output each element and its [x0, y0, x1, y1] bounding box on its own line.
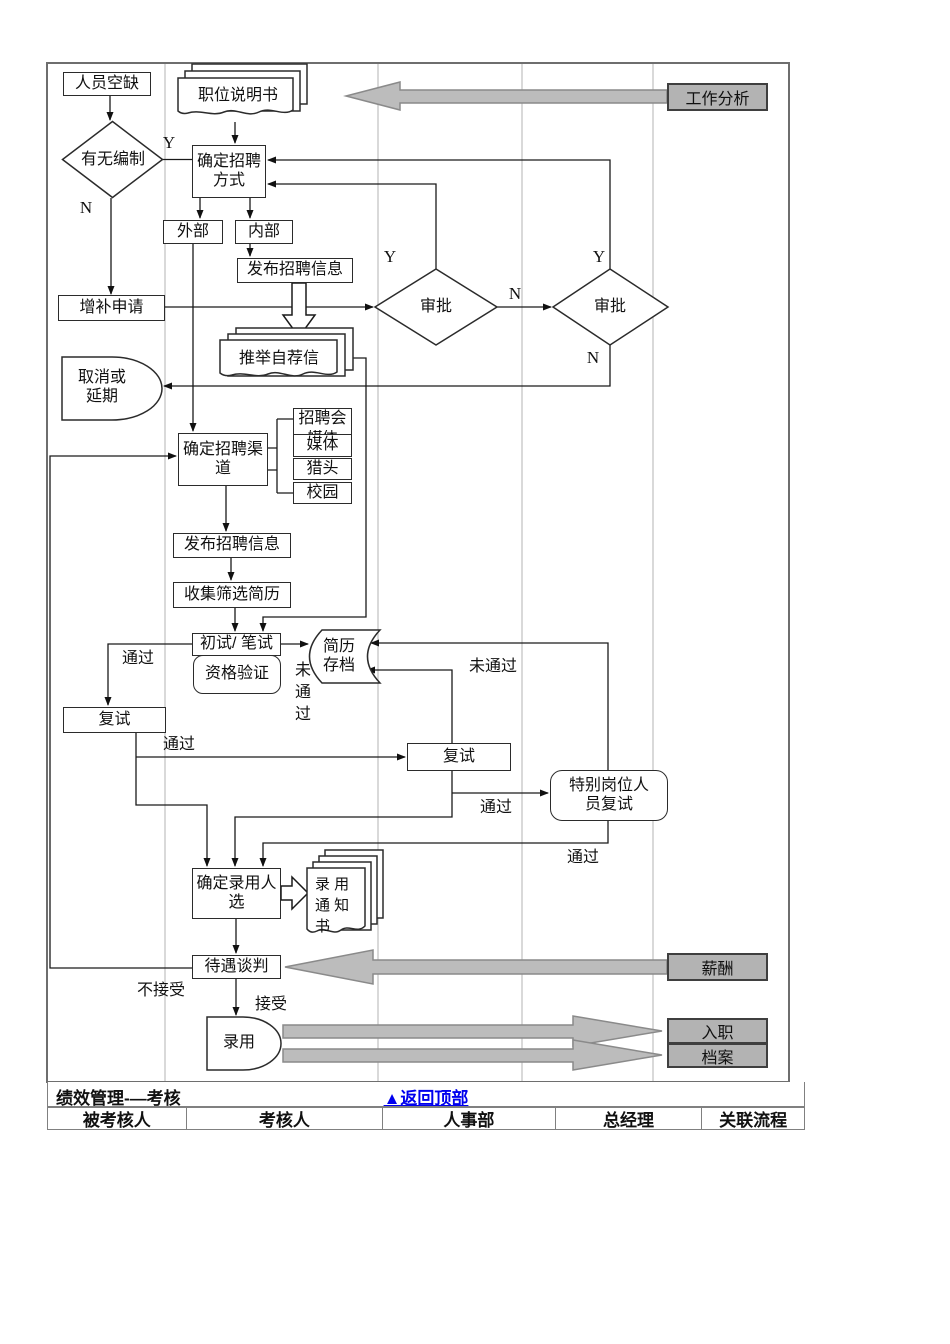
job-description-label: 职位说明书 — [197, 87, 278, 105]
approval2-no-label: N — [586, 347, 600, 367]
first-test-fail-label: 未 通 过 — [294, 662, 311, 723]
node-channel-headhunter: 猎头 — [293, 458, 352, 480]
special-retest-pass-label: 通过 — [566, 849, 599, 867]
decision-approval2-shape — [551, 268, 670, 346]
related-archives: 档案 — [667, 1043, 768, 1068]
lane-header-assessee: 被考核人 — [48, 1108, 187, 1130]
node-channel-clipped: 媒体 — [293, 430, 352, 434]
related-salary: 薪酬 — [667, 953, 768, 981]
connectors — [49, 96, 611, 1016]
decision-approval2-label: 审批 — [593, 298, 626, 316]
job-analysis-arrow — [343, 81, 668, 111]
back-to-top: ▲返回顶部 — [48, 1084, 804, 1109]
publish-to-letters-arrow — [281, 282, 317, 339]
back-to-top-link[interactable]: ▲返回顶部 — [383, 1089, 469, 1108]
lane-header-hr-dept: 人事部 — [383, 1108, 556, 1130]
lane-header-general-manager: 总经理 — [556, 1108, 703, 1130]
node-supplement-request: 增补申请 — [58, 295, 165, 321]
cancel-delay-label: 取消或 延期 — [77, 368, 126, 405]
decision-approval1-shape — [373, 268, 499, 346]
approval1-no-label: N — [508, 283, 522, 303]
approval1-yes-label: Y — [383, 246, 397, 266]
resume-archive-shape — [308, 629, 382, 684]
first-test-pass-label: 通过 — [121, 650, 154, 668]
retest-hr-pass-label: 通过 — [479, 799, 512, 817]
onboarding-arrow — [282, 1015, 663, 1047]
node-publish-info-external: 发布招聘信息 — [173, 533, 291, 558]
retest-left-pass-label: 通过 — [162, 736, 195, 754]
retest-fail-label: 未通过 — [468, 658, 517, 676]
footer-section-title: 绩效管理-—考核 — [56, 1089, 181, 1108]
swimlane-grid — [46, 62, 790, 1083]
node-salary-negotiation: 待遇谈判 — [192, 955, 281, 979]
hire-to-offer-arrow — [280, 875, 310, 911]
node-collect-resumes: 收集筛选简历 — [173, 582, 291, 608]
footer-section-bar: 绩效管理-—考核 ▲返回顶部 — [47, 1082, 805, 1109]
lane-header-related-process: 关联流程 — [719, 1111, 788, 1130]
hire-terminator-shape — [206, 1016, 282, 1071]
negotiation-reject-label: 不接受 — [136, 982, 185, 1000]
archives-arrow — [282, 1039, 663, 1071]
recommendation-letters-doc — [219, 327, 354, 377]
node-publish-info-internal: 发布招聘信息 — [237, 258, 353, 283]
lane-header-assessor: 考核人 — [187, 1108, 384, 1130]
recommendation-letters-label: 推举自荐信 — [238, 350, 319, 368]
decision-headcount-label: 有无编制 — [80, 151, 145, 169]
node-vacancy: 人员空缺 — [63, 72, 151, 96]
node-retest-left: 复试 — [63, 707, 166, 733]
related-onboarding: 入职 — [667, 1018, 768, 1044]
node-channel-campus: 校园 — [293, 482, 352, 504]
approval2-yes-label: Y — [592, 246, 606, 266]
node-confirm-hire: 确定录用人 选 — [192, 868, 281, 919]
job-description-doc — [177, 63, 308, 115]
node-first-test: 初试/ 笔试 — [192, 633, 281, 656]
offer-letter-doc — [306, 849, 384, 933]
node-external: 外部 — [163, 220, 223, 244]
resume-archive-label: 简历 存档 — [322, 637, 355, 674]
node-channel-media: 媒体 — [293, 434, 352, 457]
node-retest-hr: 复试 — [407, 743, 511, 771]
headcount-yes-label: Y — [162, 132, 176, 152]
node-confirm-method: 确定招聘 方式 — [192, 145, 266, 198]
decision-approval1-label: 审批 — [419, 298, 452, 316]
node-qualification-check: 资格验证 — [193, 655, 281, 694]
salary-arrow — [284, 949, 668, 985]
hire-label: 录用 — [222, 1034, 255, 1052]
cancel-delay-shape — [61, 356, 163, 421]
node-internal: 内部 — [235, 220, 293, 244]
negotiation-accept-label: 接受 — [254, 996, 287, 1014]
related-job-analysis: 工作分析 — [667, 83, 768, 111]
decision-headcount-shape — [61, 120, 164, 199]
headcount-no-label: N — [79, 197, 93, 217]
node-special-position-retest: 特别岗位人 员复试 — [550, 770, 668, 821]
offer-letter-label: 录 用 通 知 书 — [315, 875, 350, 935]
node-channel-job-fair: 招聘会 — [293, 408, 352, 431]
node-confirm-channel: 确定招聘渠 道 — [178, 433, 268, 486]
footer-lane-header-row: 被考核人 考核人 人事部 总经理 关联流程 — [47, 1107, 805, 1130]
